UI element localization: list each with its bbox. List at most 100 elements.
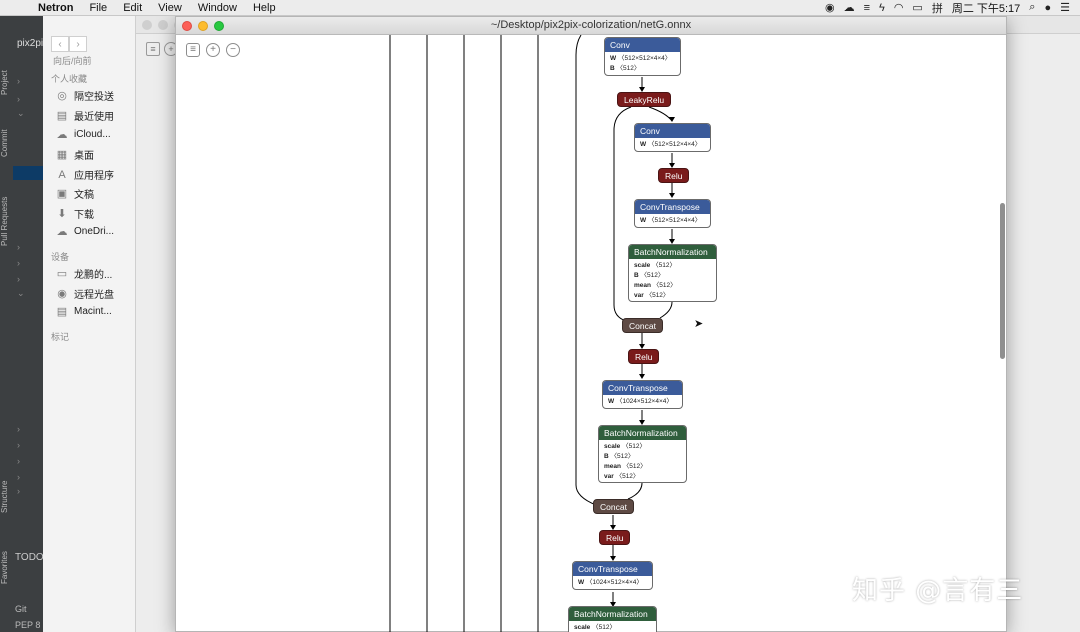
node-title: Conv (605, 38, 680, 52)
graph-node-conv[interactable]: Conv W 〈512×512×4×4〉 (634, 123, 711, 152)
zoom-out-icon[interactable]: − (226, 43, 240, 57)
tree-arrow-icon[interactable]: › (17, 76, 20, 86)
sidebar-item-recents[interactable]: ▤最近使用 (56, 110, 114, 123)
cloud-icon[interactable]: ☁ (843, 2, 855, 14)
tree-arrow-icon[interactable]: › (17, 456, 20, 466)
graph-node-convtranspose[interactable]: ConvTranspose W 〈1024×512×4×4〉 (602, 380, 683, 409)
graph-node-batchnormalization[interactable]: BatchNormalization scale 〈512〉 B 〈512〉 m… (628, 244, 717, 302)
back-button[interactable]: ‹ (51, 36, 69, 52)
icloud-icon: ☁ (56, 128, 68, 141)
node-title: ConvTranspose (573, 562, 652, 576)
graph-node-relu[interactable]: Relu (599, 530, 631, 545)
zoom-in-icon[interactable]: + (206, 43, 220, 57)
forward-button[interactable]: › (69, 36, 87, 52)
graph-node-batchnormalization[interactable]: BatchNormalization scale 〈512〉 B 〈512〉 m… (598, 425, 687, 483)
tree-arrow-icon[interactable]: › (17, 440, 20, 450)
vertical-scrollbar[interactable] (1000, 203, 1005, 359)
sidebar-item-documents[interactable]: ▣文稿 (56, 188, 94, 201)
minimize-button[interactable] (198, 21, 208, 31)
menu-app-name[interactable]: Netron (38, 1, 74, 14)
sidebar-item-icloud[interactable]: ☁iCloud... (56, 128, 111, 141)
sidebar-item-laptop[interactable]: ▭龙鹏的... (56, 268, 113, 281)
tree-arrow-icon[interactable]: › (17, 424, 20, 434)
graph-node-conv[interactable]: Conv W 〈512×512×4×4〉 B 〈512〉 (604, 37, 681, 76)
node-attributes: scale 〈512〉 (569, 621, 656, 632)
finder-nav-label: 向后/向前 (53, 56, 92, 66)
wifi-icon[interactable]: ◠ (893, 2, 904, 14)
status-area: ◉ ☁ ≡ ϟ ◠ ▭ 拼 周二 下午5:17 ⌕ ● ☰ (825, 0, 1080, 16)
tool-tab-favorites[interactable]: Favorites (0, 551, 9, 585)
tool-tab-project[interactable]: Project (0, 70, 9, 96)
sidebar-item-remote-disc[interactable]: ◉远程光盘 (55, 286, 114, 301)
disc-icon: ◉ (57, 288, 67, 300)
inactive-light-icon (158, 20, 168, 30)
tree-arrow-icon[interactable]: › (17, 472, 20, 482)
tree-arrow-icon[interactable]: ⌄ (17, 108, 25, 118)
list-icon[interactable]: ☰ (1060, 2, 1070, 14)
tree-arrow-icon[interactable]: › (17, 242, 20, 252)
graph-node-concat[interactable]: Concat (622, 318, 663, 333)
watermark: 知乎 @言有三 (852, 576, 1024, 606)
menu-edit[interactable]: Edit (123, 1, 143, 14)
graph-node-relu[interactable]: Relu (658, 168, 690, 183)
input-method-icon[interactable]: 拼 (931, 2, 943, 15)
tree-arrow-icon[interactable]: › (17, 94, 20, 104)
todo-tab[interactable]: TODO (15, 552, 44, 563)
graph-canvas[interactable]: Conv W 〈512×512×4×4〉 B 〈512〉 LeakyRelu C… (176, 35, 1006, 632)
tree-arrow-icon[interactable]: ⌄ (17, 288, 25, 298)
bolt-icon[interactable]: ϟ (878, 1, 885, 14)
documents-icon: ▣ (56, 188, 68, 200)
ide-tool-strip: Project Commit Pull Requests Structure F… (0, 16, 13, 632)
sidebar-item-onedrive[interactable]: ☁OneDri... (56, 225, 115, 238)
node-title: BatchNormalization (599, 426, 686, 440)
node-attr-row: mean 〈512〉 (604, 463, 647, 470)
menu-window[interactable]: Window (197, 1, 237, 14)
search-icon[interactable]: ⌕ (1029, 1, 1036, 13)
sidebar-item-downloads[interactable]: ⬇下载 (55, 206, 94, 221)
tool-tab-pull-requests[interactable]: Pull Requests (0, 196, 9, 246)
tool-tab-structure[interactable]: Structure (0, 480, 9, 514)
finder-sidebar: ‹ › 向后/向前 个人收藏 ◎隔空投送 ▤最近使用 ☁iCloud... ▦桌… (43, 16, 143, 632)
menu-clock[interactable]: 周二 下午5:17 (951, 2, 1021, 15)
graph-node-convtranspose[interactable]: ConvTranspose W 〈512×512×4×4〉 (634, 199, 711, 228)
pep8-status[interactable]: PEP 8 (15, 620, 41, 630)
graph-node-leakyrelu[interactable]: LeakyRelu (617, 92, 672, 107)
graph-node-batchnormalization[interactable]: BatchNormalization scale 〈512〉 (568, 606, 657, 632)
menu-help[interactable]: Help (252, 1, 276, 14)
sidebar-item-desktop[interactable]: ▦桌面 (56, 149, 94, 162)
node-attr-row: scale 〈512〉 (574, 624, 616, 631)
tool-tab-commit[interactable]: Commit (0, 129, 9, 157)
record-icon[interactable]: ◉ (824, 2, 835, 14)
node-attributes: W 〈512×512×4×4〉 (635, 138, 710, 151)
node-attributes: scale 〈512〉 B 〈512〉 mean 〈512〉 var 〈512〉 (599, 440, 686, 482)
node-title: BatchNormalization (569, 607, 656, 621)
siri-icon[interactable]: ● (1044, 1, 1052, 14)
properties-icon[interactable]: ≡ (186, 43, 200, 57)
tree-selected-row[interactable] (13, 166, 43, 180)
git-tab[interactable]: Git (15, 604, 27, 614)
onedrive-icon: ☁ (56, 225, 68, 238)
tags-header: 标记 (51, 332, 70, 342)
menu-file[interactable]: File (89, 1, 108, 14)
tree-arrow-icon[interactable]: › (17, 274, 20, 284)
menu-view[interactable]: View (158, 1, 182, 14)
favorites-header: 个人收藏 (51, 74, 88, 84)
close-button[interactable] (182, 21, 192, 31)
harddrive-icon: ▤ (56, 305, 68, 318)
sidebar-item-macintosh[interactable]: ▤Macint... (56, 305, 112, 318)
airdrop-icon: ◎ (57, 90, 67, 102)
tree-arrow-icon[interactable]: › (17, 486, 20, 496)
window-titlebar[interactable]: ~/Desktop/pix2pix-colorization/netG.onnx (176, 17, 1006, 35)
properties-icon[interactable]: ≡ (146, 42, 160, 56)
zoom-button[interactable] (214, 21, 224, 31)
graph-node-relu[interactable]: Relu (628, 349, 660, 364)
stack-icon[interactable]: ≡ (863, 1, 870, 14)
graph-node-concat[interactable]: Concat (593, 499, 634, 514)
sidebar-item-airdrop[interactable]: ◎隔空投送 (55, 88, 114, 103)
menu-bar: Netron File Edit View Window Help ◉ ☁ ≡ … (0, 0, 1080, 16)
battery-icon[interactable]: ▭ (912, 2, 923, 14)
tree-arrow-icon[interactable]: › (17, 258, 20, 268)
node-attributes: W 〈512×512×4×4〉 B 〈512〉 (605, 52, 680, 75)
graph-node-convtranspose[interactable]: ConvTranspose W 〈1024×512×4×4〉 (572, 561, 653, 590)
